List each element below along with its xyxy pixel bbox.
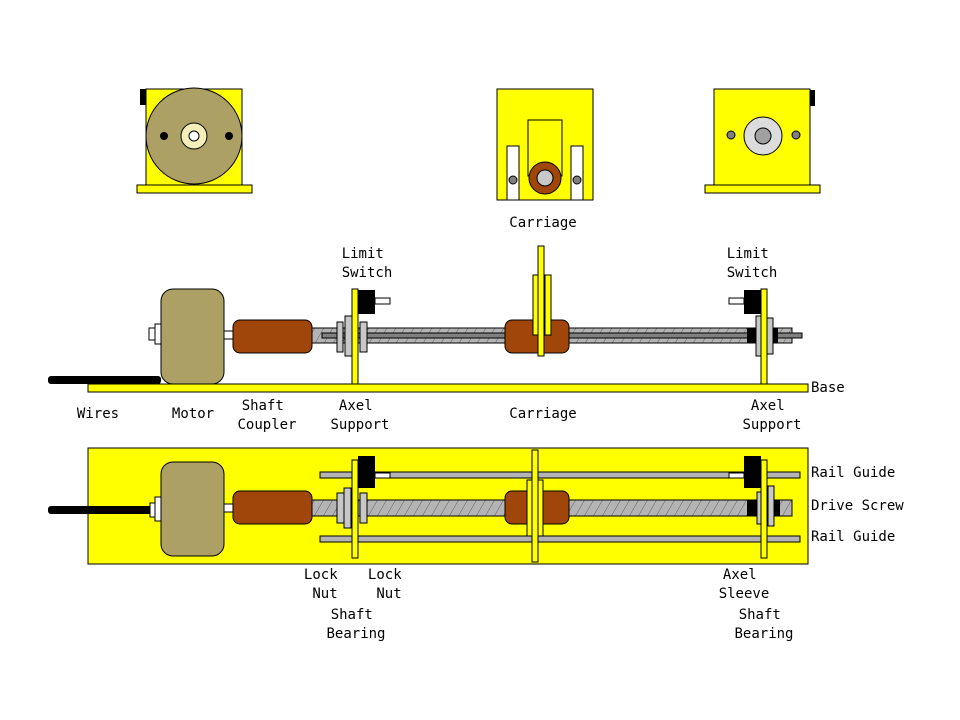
rail-guide-bottom — [319, 535, 801, 543]
end-view-support — [704, 88, 821, 194]
lock-nut-left-label: Lock Nut — [304, 567, 346, 602]
rail-guide-top-label: Rail Guide — [811, 465, 895, 481]
base-label: Base — [811, 380, 845, 396]
limit-switch-left-label: Limit Switch — [342, 246, 393, 281]
end-view-carriage-label: Carriage — [509, 215, 576, 231]
wires-label: Wires — [77, 406, 119, 422]
carriage — [537, 245, 545, 357]
axel-sleeve-label: Axel Sleeve — [719, 567, 770, 602]
limit-switch-left — [358, 290, 375, 314]
axel-support-right — [760, 288, 768, 385]
drive-screw-label: Drive Screw — [811, 498, 904, 514]
top-view — [48, 447, 809, 565]
shaft-bearing-right-label: Shaft Bearing — [734, 607, 793, 642]
limit-switch-right — [744, 290, 761, 314]
shaft-bearing-right — [760, 459, 768, 559]
shaft-bearing-left — [351, 459, 359, 559]
side-view — [48, 245, 809, 393]
lock-nut-right-label: Lock Nut — [368, 567, 410, 602]
carriage-label: Carriage — [509, 406, 576, 422]
axel-support-left — [351, 288, 359, 385]
motor-label: Motor — [172, 406, 214, 422]
wires — [48, 376, 161, 384]
axel-support-right-label: Axel Support — [742, 398, 801, 433]
lock-nut-right — [359, 492, 368, 524]
axel-support-left-label: Axel Support — [330, 398, 389, 433]
rail-guide-top — [319, 471, 801, 479]
end-view-motor — [136, 87, 253, 194]
axel-sleeve — [747, 500, 757, 516]
limit-switch-right-label: Limit Switch — [727, 246, 778, 281]
shaft-coupler-label: Shaft Coupler — [237, 398, 296, 433]
shaft-bearing-left-label: Shaft Bearing — [326, 607, 385, 642]
shaft-coupler — [232, 319, 313, 354]
rail-guide-bottom-label: Rail Guide — [811, 529, 895, 545]
base — [87, 383, 809, 393]
lock-nut-left — [336, 492, 345, 524]
motor — [160, 288, 225, 385]
end-view-carriage — [496, 88, 594, 201]
